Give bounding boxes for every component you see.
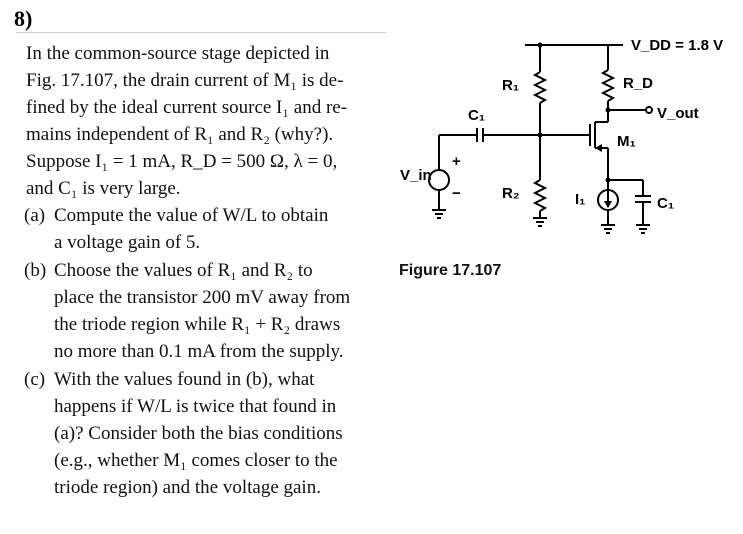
node-dot xyxy=(605,107,611,113)
statement-line: In the common-source stage depicted in xyxy=(26,43,330,64)
r1-label: R₁ xyxy=(502,77,519,94)
c1-input-label: C₁ xyxy=(468,107,485,124)
problem-statement: In the common-source stage depicted in F… xyxy=(26,40,347,202)
ground-icon xyxy=(533,217,547,227)
r2-resistor xyxy=(532,179,548,212)
vin-source xyxy=(428,169,450,191)
part-label: (c) xyxy=(24,369,46,390)
part-line: (e.g., whether M₁ comes closer to the xyxy=(54,450,338,471)
statement-line: and C₁ is very large. xyxy=(26,178,181,199)
figure-caption: Figure 17.107 xyxy=(399,262,502,279)
m1-source-arrow xyxy=(595,144,602,152)
part-line: happens if W/L is twice that found in xyxy=(54,396,337,417)
part-line: place the transistor 200 mV away from xyxy=(54,287,351,308)
r1-resistor xyxy=(532,71,548,104)
node-dot xyxy=(605,177,611,183)
part-label: (a) xyxy=(24,205,46,226)
m1-label: M₁ xyxy=(617,133,636,150)
statement-line: Suppose I₁ = 1 mA, R_D = 500 Ω, λ = 0, xyxy=(26,151,338,172)
ground-icon xyxy=(601,224,615,234)
i1-label: I₁ xyxy=(575,191,585,208)
part-line: the triode region while R₁ + R₂ draws xyxy=(54,314,341,335)
vin-plus-label: + xyxy=(452,153,461,170)
vin-minus-label: − xyxy=(452,185,461,202)
c1-output-label: C₁ xyxy=(657,195,674,212)
part-line: Choose the values of R₁ and R₂ to xyxy=(54,260,313,281)
i1-arrowhead xyxy=(604,201,612,208)
node-dot xyxy=(537,42,543,48)
part-a: (a) Compute the value of W/L to obtain a… xyxy=(24,202,350,256)
vout-label: V_out xyxy=(657,105,699,122)
vout-terminal xyxy=(645,106,653,114)
part-line: Compute the value of W/L to obtain xyxy=(54,205,329,226)
part-c: (c) With the values found in (b), what h… xyxy=(24,366,350,501)
part-label: (b) xyxy=(24,260,47,281)
part-line: With the values found in (b), what xyxy=(54,369,315,390)
statement-line: fined by the ideal current source I₁ and… xyxy=(26,97,348,118)
rd-resistor xyxy=(600,69,616,102)
vin-label: V_in xyxy=(400,167,432,184)
vdd-label: V_DD = 1.8 V xyxy=(631,37,723,54)
part-line: no more than 0.1 mA from the supply. xyxy=(54,341,344,362)
part-line: triode region) and the voltage gain. xyxy=(54,477,321,498)
part-line: a voltage gain of 5. xyxy=(54,232,201,253)
statement-line: Fig. 17.107, the drain current of M₁ is … xyxy=(26,70,344,91)
part-line: (a)? Consider both the bias conditions xyxy=(54,423,343,444)
circuit-diagram: V_DD = 1.8 V R₁ R₂ R_D V_out C₁ C₁ M₁ I₁… xyxy=(400,37,723,234)
divider xyxy=(16,32,386,33)
problem-parts: (a) Compute the value of W/L to obtain a… xyxy=(24,202,350,502)
ground-icon xyxy=(432,209,446,219)
node-dot xyxy=(537,132,543,138)
r2-label: R₂ xyxy=(502,185,520,202)
ground-icon xyxy=(636,224,650,234)
statement-line: mains independent of R₁ and R₂ (why?). xyxy=(26,124,334,145)
problem-number: 8) xyxy=(14,6,33,31)
part-b: (b) Choose the values of R₁ and R₂ to pl… xyxy=(24,257,350,365)
rd-label: R_D xyxy=(623,75,653,92)
